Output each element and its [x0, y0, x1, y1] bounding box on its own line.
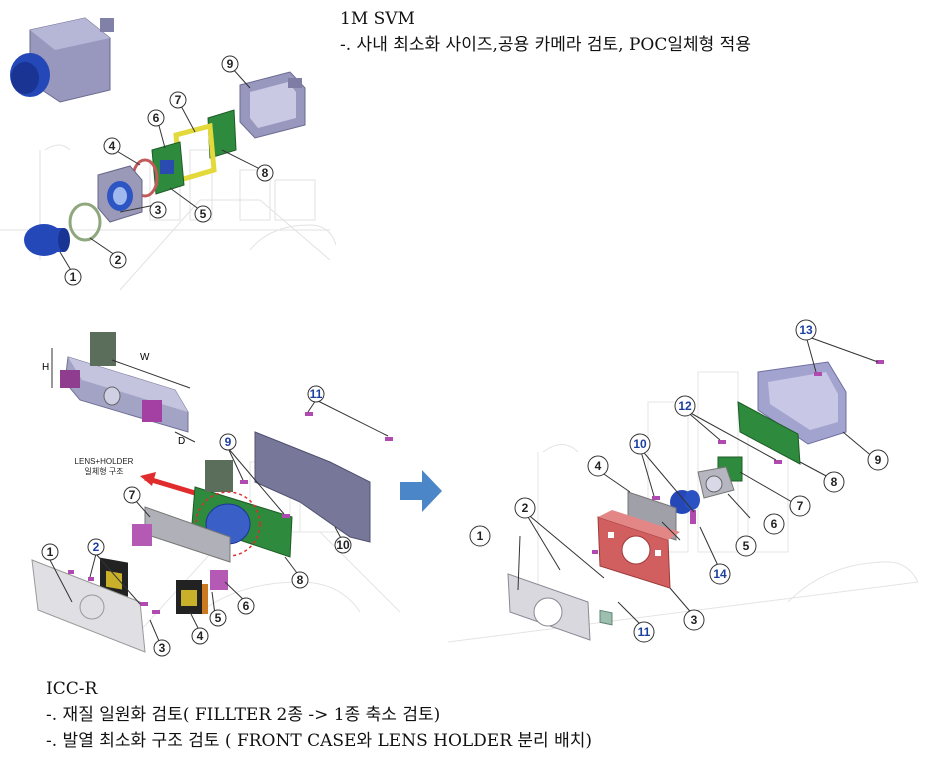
new-callout-12: 12 [678, 399, 692, 413]
cur-callout-2: 2 [93, 540, 100, 554]
new-callout-8: 8 [831, 475, 838, 489]
svm-note: -. 사내 최소화 사이즈,공용 카메라 검토, POC일체형 적용 [340, 35, 751, 55]
dim-d: D [178, 436, 185, 447]
new-callout-10: 10 [633, 437, 647, 451]
svm-callout-3: 3 [155, 203, 162, 217]
part-9-housing [239, 71, 306, 139]
iccr-title: ICC-R [46, 679, 98, 699]
svm-callout-6: 6 [153, 111, 160, 125]
svm-callout-5: 5 [200, 207, 207, 221]
new-callout-4: 4 [595, 459, 602, 473]
dim-h: H [42, 362, 49, 373]
cur-callout-6: 6 [243, 599, 250, 613]
svm-callout-8: 8 [262, 166, 269, 180]
svm-title: 1M SVM [340, 9, 415, 29]
new-callout-9: 9 [875, 453, 882, 467]
svm-callout-1: 1 [70, 270, 77, 284]
svm-callout-7: 7 [175, 93, 182, 107]
svm-diagram-svg: 1 2 3 4 5 6 7 8 9 [0, 17, 336, 290]
cur-callout-5: 5 [215, 611, 222, 625]
new-callout-2: 2 [522, 501, 529, 515]
new-callout-6: 6 [771, 517, 778, 531]
part-1-lens [24, 224, 70, 256]
part-3-front-case [597, 510, 680, 589]
new-callout-3: 3 [691, 613, 698, 627]
new-callout-7: 7 [797, 499, 804, 513]
dim-w: W [140, 352, 150, 363]
iccr-current-diagram: H W D LENS+HOLDER 일체형 구조 [0, 312, 400, 662]
cur-callout-4: 4 [197, 629, 204, 643]
svm-callout-2: 2 [115, 253, 122, 267]
cur-callout-10: 10 [336, 538, 350, 552]
assembled-camera [10, 17, 114, 103]
iccr-proposed-diagram: 1 2 3 4 5 6 7 8 9 10 11 12 13 14 [448, 312, 918, 662]
svm-callout-4: 4 [109, 139, 116, 153]
part-3-holder [97, 165, 143, 223]
part-8-pcb [737, 401, 801, 465]
cur-callout-3: 3 [159, 641, 166, 655]
new-callout-1: 1 [477, 529, 484, 543]
part-2-oring [68, 202, 102, 242]
lens-holder-label-1: LENS+HOLDER [75, 457, 134, 466]
svm-exploded-diagram: 1 2 3 4 5 6 7 8 9 [0, 0, 336, 290]
new-callout-5: 5 [743, 539, 750, 553]
svm-callout-9: 9 [227, 57, 234, 71]
cur-callout-8: 8 [297, 573, 304, 587]
iccr-note-1: -. 재질 일원화 검토( FILLTER 2종 -> 1종 축소 검토) [46, 705, 441, 725]
iccr-assembled [60, 332, 189, 433]
transition-arrow [398, 468, 444, 514]
new-callout-13: 13 [799, 323, 813, 337]
new-callout-11: 11 [638, 625, 651, 639]
cur-callout-11: 11 [310, 387, 323, 401]
cur-callout-1: 1 [47, 545, 54, 559]
cur-callout-9: 9 [225, 435, 232, 449]
lens-holder-label-2: 일체형 구조 [84, 466, 123, 476]
part-10-housing [254, 431, 371, 543]
part-1-front-case [31, 559, 146, 653]
new-callout-14: 14 [713, 567, 727, 581]
iccr-note-2: -. 발열 최소화 구조 검토 ( FRONT CASE와 LENS HOLDE… [46, 731, 593, 751]
cur-callout-7: 7 [129, 488, 136, 502]
part-9-housing [757, 361, 847, 445]
